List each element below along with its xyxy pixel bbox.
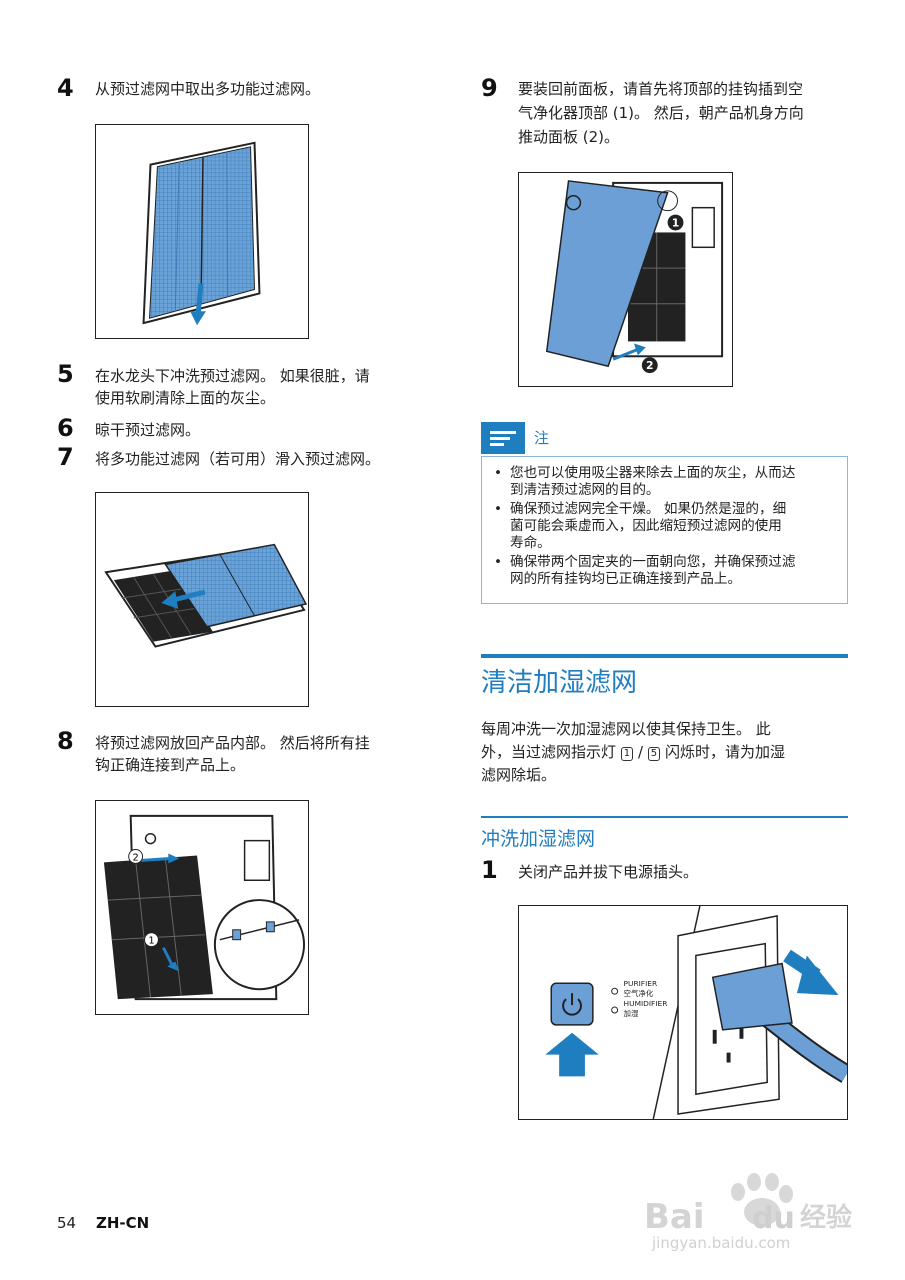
step-7-number: 7	[57, 443, 74, 471]
step-5-text-line2: 使用软刷清除上面的灰尘。	[95, 389, 276, 407]
note-header: 注	[481, 422, 848, 456]
section-title: 清洁加湿滤网	[481, 668, 638, 698]
step-5-number: 5	[57, 360, 74, 388]
subsection-rule	[481, 816, 848, 818]
language-code: ZH-CN	[96, 1214, 150, 1232]
section-paragraph: 每周冲洗一次加湿滤网以使其保持卫生。 此 外，当过滤网指示灯 1 / 5 闪烁时…	[481, 720, 785, 784]
callout-1-label: 1	[148, 936, 154, 947]
step-4-text: 从预过滤网中取出多功能过滤网。	[95, 80, 321, 98]
watermark-brand-a: Bai	[644, 1197, 705, 1237]
step-5-text-line1: 在水龙头下冲洗预过滤网。 如果很脏，请	[95, 367, 370, 385]
watermark-brand-b: du	[752, 1201, 795, 1236]
note-item: 您也可以使用吸尘器来除去上面的灰尘，从而达 到清洁预过滤网的目的。	[494, 465, 837, 499]
note-icon	[481, 422, 525, 454]
note-box: 注 您也可以使用吸尘器来除去上面的灰尘，从而达 到清洁预过滤网的目的。 确保预过…	[481, 422, 848, 604]
humidifier-label: HUMIDIFIER	[624, 999, 668, 1008]
watermark-url: jingyan.baidu.com	[651, 1234, 790, 1252]
step-9-text-line2: 气净化器顶部 (1)。 然后，朝产品机身方向	[518, 104, 804, 122]
humidifier-label-cn: 加湿	[624, 1008, 639, 1018]
baidu-watermark: Bai du 经验 jingyan.baidu.com	[640, 1150, 870, 1255]
step-9-text-line1: 要装回前面板，请首先将顶部的挂钩插到空	[518, 80, 804, 98]
figure-unplug: PURIFIER 空气净化 HUMIDIFIER 加湿	[518, 905, 848, 1120]
callout-2-label: 2	[132, 852, 138, 863]
figure-slide-multifilter	[95, 492, 309, 707]
figure-reattach-prefilter: 2 1	[95, 800, 309, 1015]
step-8-number: 8	[57, 727, 74, 755]
note-body: 您也可以使用吸尘器来除去上面的灰尘，从而达 到清洁预过滤网的目的。 确保预过滤网…	[481, 456, 848, 604]
step-8-text-line1: 将预过滤网放回产品内部。 然后将所有挂	[95, 734, 370, 752]
note-item: 确保带两个固定夹的一面朝向您，并确保预过滤 网的所有挂钩均已正确连接到产品上。	[494, 554, 837, 588]
callout-2-label-b: 2	[646, 359, 654, 372]
rinse-step-1-number: 1	[481, 856, 498, 884]
filter-indicator-icon-b: 5	[647, 747, 661, 761]
rinse-step-1-text: 关闭产品并拔下电源插头。	[518, 863, 699, 881]
subsection-title: 冲洗加湿滤网	[481, 828, 596, 850]
callout-1-label-b: 1	[672, 216, 680, 229]
section-rule	[481, 654, 848, 658]
step-9-text-line3: 推动面板 (2)。	[518, 128, 620, 146]
filter-indicator-icon-a: 1	[620, 747, 634, 761]
figure-front-panel: 1 2	[518, 172, 733, 387]
page-number: 54	[57, 1214, 77, 1232]
watermark-brand-cn: 经验	[800, 1202, 852, 1233]
step-7-text: 将多功能过滤网（若可用）滑入预过滤网。	[95, 450, 381, 468]
step-9-number: 9	[481, 74, 498, 102]
purifier-label-cn: 空气净化	[624, 988, 654, 998]
paw-icon	[731, 1173, 793, 1226]
purifier-label: PURIFIER	[624, 979, 658, 988]
step-4-number: 4	[57, 74, 74, 102]
note-item: 确保预过滤网完全干燥。 如果仍然是湿的，细 菌可能会乘虚而入，因此缩短预过滤网的…	[494, 501, 837, 552]
step-6-text: 晾干预过滤网。	[95, 421, 201, 439]
step-6-number: 6	[57, 414, 74, 442]
note-title: 注	[534, 429, 550, 447]
step-8-text-line2: 钩正确连接到产品上。	[95, 756, 246, 774]
figure-remove-multifilter	[95, 124, 309, 339]
